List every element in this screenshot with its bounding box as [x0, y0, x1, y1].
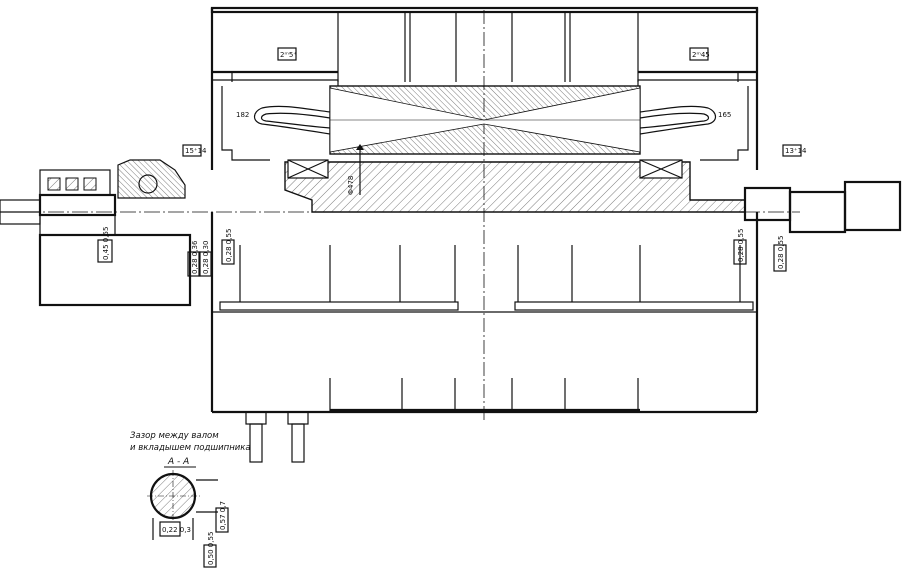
- tag-left-b: 0,28 0,30: [198, 241, 212, 277]
- tag-left-ring: 15⁺14: [182, 144, 207, 157]
- dim-182: 182: [236, 111, 249, 119]
- dim-shaft-diameter: Ф478: [347, 176, 355, 195]
- svg-text:0,57 0,7: 0,57 0,7: [219, 501, 227, 530]
- tag-a: 0,22 0,3: [159, 521, 191, 537]
- tag-left-a: 0,28 0,36: [187, 240, 201, 277]
- tag-c: 0,50 0,55: [203, 532, 217, 568]
- svg-text:0,50 0,55: 0,50 0,55: [207, 532, 215, 565]
- svg-text:А - А: А - А: [167, 457, 189, 467]
- svg-text:0,28 0,36: 0,28 0,36: [191, 240, 199, 274]
- svg-text:0,28 0,55: 0,28 0,55: [777, 236, 785, 269]
- tag-top-left: 2ᵐ5⁺: [277, 47, 297, 61]
- svg-text:0,28 0,55: 0,28 0,55: [737, 229, 745, 262]
- svg-text:0,28 0,30: 0,28 0,30: [202, 241, 210, 274]
- tag-mid-left: 0,28 0,55: [221, 229, 235, 265]
- tag-bearing: 0,45 0,55: [97, 227, 113, 263]
- svg-text:2ᵐ45: 2ᵐ45: [692, 51, 710, 59]
- gap-note-line2: и вкладышем подшипника: [130, 443, 251, 453]
- svg-text:0,22 0,3: 0,22 0,3: [162, 526, 191, 534]
- gap-note-line1: Зазор между валом: [130, 431, 219, 441]
- svg-text:2ᵐ5⁺: 2ᵐ5⁺: [280, 51, 297, 59]
- svg-text:15⁺14: 15⁺14: [185, 147, 207, 155]
- tag-top-right: 2ᵐ45: [689, 47, 710, 61]
- tag-b: 0,57 0,7: [215, 501, 229, 533]
- tag-right-end: 0,28 0,55: [773, 236, 787, 272]
- section-a-a: А - А: [147, 457, 218, 540]
- dim-165: 165: [718, 111, 731, 119]
- shaft-right-end: [743, 180, 902, 234]
- svg-text:0,45 0,55: 0,45 0,55: [102, 227, 110, 260]
- tag-mid-right: 0,28 0,55: [733, 229, 747, 265]
- stator-housing-bottom: [210, 212, 759, 414]
- end-winding-right: [639, 86, 749, 161]
- left-bearing-assembly: [0, 159, 192, 307]
- stator-housing-top: [210, 6, 759, 170]
- stator-core: [329, 85, 641, 155]
- tag-right-ring: 13⁺14: [782, 144, 807, 157]
- end-winding-left: [221, 86, 331, 161]
- svg-text:0,28 0,55: 0,28 0,55: [225, 229, 233, 262]
- oil-pipes: [245, 411, 309, 463]
- svg-text:13⁺14: 13⁺14: [785, 147, 807, 155]
